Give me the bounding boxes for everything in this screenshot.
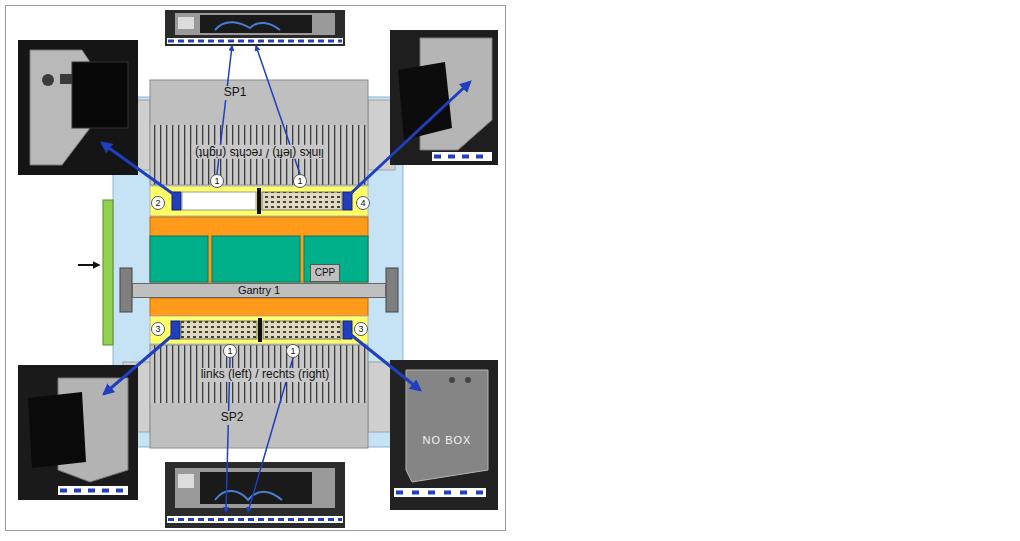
photo	[18, 365, 138, 500]
flow-arrow	[78, 264, 99, 266]
photo-ruler	[58, 486, 128, 495]
connector-pins	[263, 321, 341, 339]
conveyor-inlet	[103, 200, 113, 345]
feeder-slots	[150, 125, 368, 185]
feeder-bank-body	[150, 80, 368, 125]
cpp-box: CPP	[310, 264, 340, 282]
photo-detail	[175, 13, 335, 35]
leader-arrow	[348, 82, 470, 196]
connector-pins	[181, 321, 257, 339]
photo-detail	[465, 377, 471, 383]
photo-detail	[178, 474, 194, 488]
divider	[257, 188, 261, 214]
photo-ruler-marks	[60, 489, 126, 493]
feeder-bank-body	[150, 403, 368, 448]
photo-ruler-marks	[396, 491, 484, 495]
divider	[258, 318, 262, 342]
feeder-table	[150, 316, 368, 344]
photo-detail	[72, 62, 128, 128]
photo-cable	[215, 491, 282, 500]
photo-detail	[42, 74, 54, 86]
photo-ruler-marks	[168, 518, 342, 521]
head-frame	[150, 298, 368, 316]
photo-text: NO BOX	[423, 434, 472, 446]
photo	[390, 30, 498, 165]
callout-number: 3	[354, 322, 368, 336]
leader-arrow	[104, 334, 174, 394]
photo-ruler-marks	[168, 40, 342, 43]
head-unit	[212, 236, 300, 282]
callout-number: 2	[151, 196, 165, 210]
orientation-note: links (left) / rechts (right)	[192, 145, 327, 159]
gantry-bar: Gantry 1	[132, 283, 386, 298]
connector-block	[263, 321, 341, 339]
head-frame	[150, 217, 368, 282]
feeder-slots	[150, 345, 368, 403]
part-name: SP1	[221, 86, 250, 100]
photo-detail	[449, 377, 455, 383]
callout-number: 1	[293, 174, 307, 188]
photo	[390, 360, 498, 510]
photo-detail	[200, 15, 312, 33]
feeder-table	[150, 186, 368, 216]
connector-block	[181, 321, 257, 339]
machine-base	[113, 97, 403, 447]
gantry-cap	[386, 268, 398, 312]
photo-ruler	[167, 38, 343, 44]
gantry-cap	[120, 268, 132, 312]
photo-detail	[178, 17, 194, 29]
feeder-bank: SP1 links (left) / rechts (right)	[150, 80, 368, 185]
part-name: Gantry 1	[238, 284, 280, 297]
photo-ruler	[432, 152, 492, 161]
callout-number: 1	[223, 344, 237, 358]
part-name: CPP	[315, 267, 336, 279]
leader-arrow	[350, 334, 420, 390]
photo	[165, 10, 345, 46]
photo	[165, 462, 345, 528]
photo-cable	[215, 22, 280, 30]
frame	[6, 6, 506, 531]
photo-ruler-marks	[434, 155, 490, 159]
photo-ruler	[167, 516, 343, 523]
photo-ruler	[394, 488, 486, 497]
feeder-bank-outline	[150, 80, 368, 185]
connector-pins	[262, 192, 342, 210]
feeder-bank: links (left) / rechts (right) SP2	[150, 345, 368, 448]
part-name: SP2	[218, 411, 247, 425]
connector-block	[262, 192, 342, 210]
callout-number: 1	[210, 174, 224, 188]
head-unit	[150, 236, 208, 282]
photo-detail	[28, 392, 86, 468]
callout-number: 1	[286, 344, 300, 358]
photo-detail	[200, 472, 312, 504]
orientation-note: links (left) / rechts (right)	[198, 368, 333, 382]
empty-slot	[182, 192, 256, 210]
callout-number: 4	[356, 196, 370, 210]
head-unit	[304, 236, 368, 282]
photo-detail	[398, 62, 452, 140]
leader-arrow	[102, 143, 176, 196]
feeder-bank-outline	[150, 345, 368, 448]
callout-number: 3	[151, 322, 165, 336]
